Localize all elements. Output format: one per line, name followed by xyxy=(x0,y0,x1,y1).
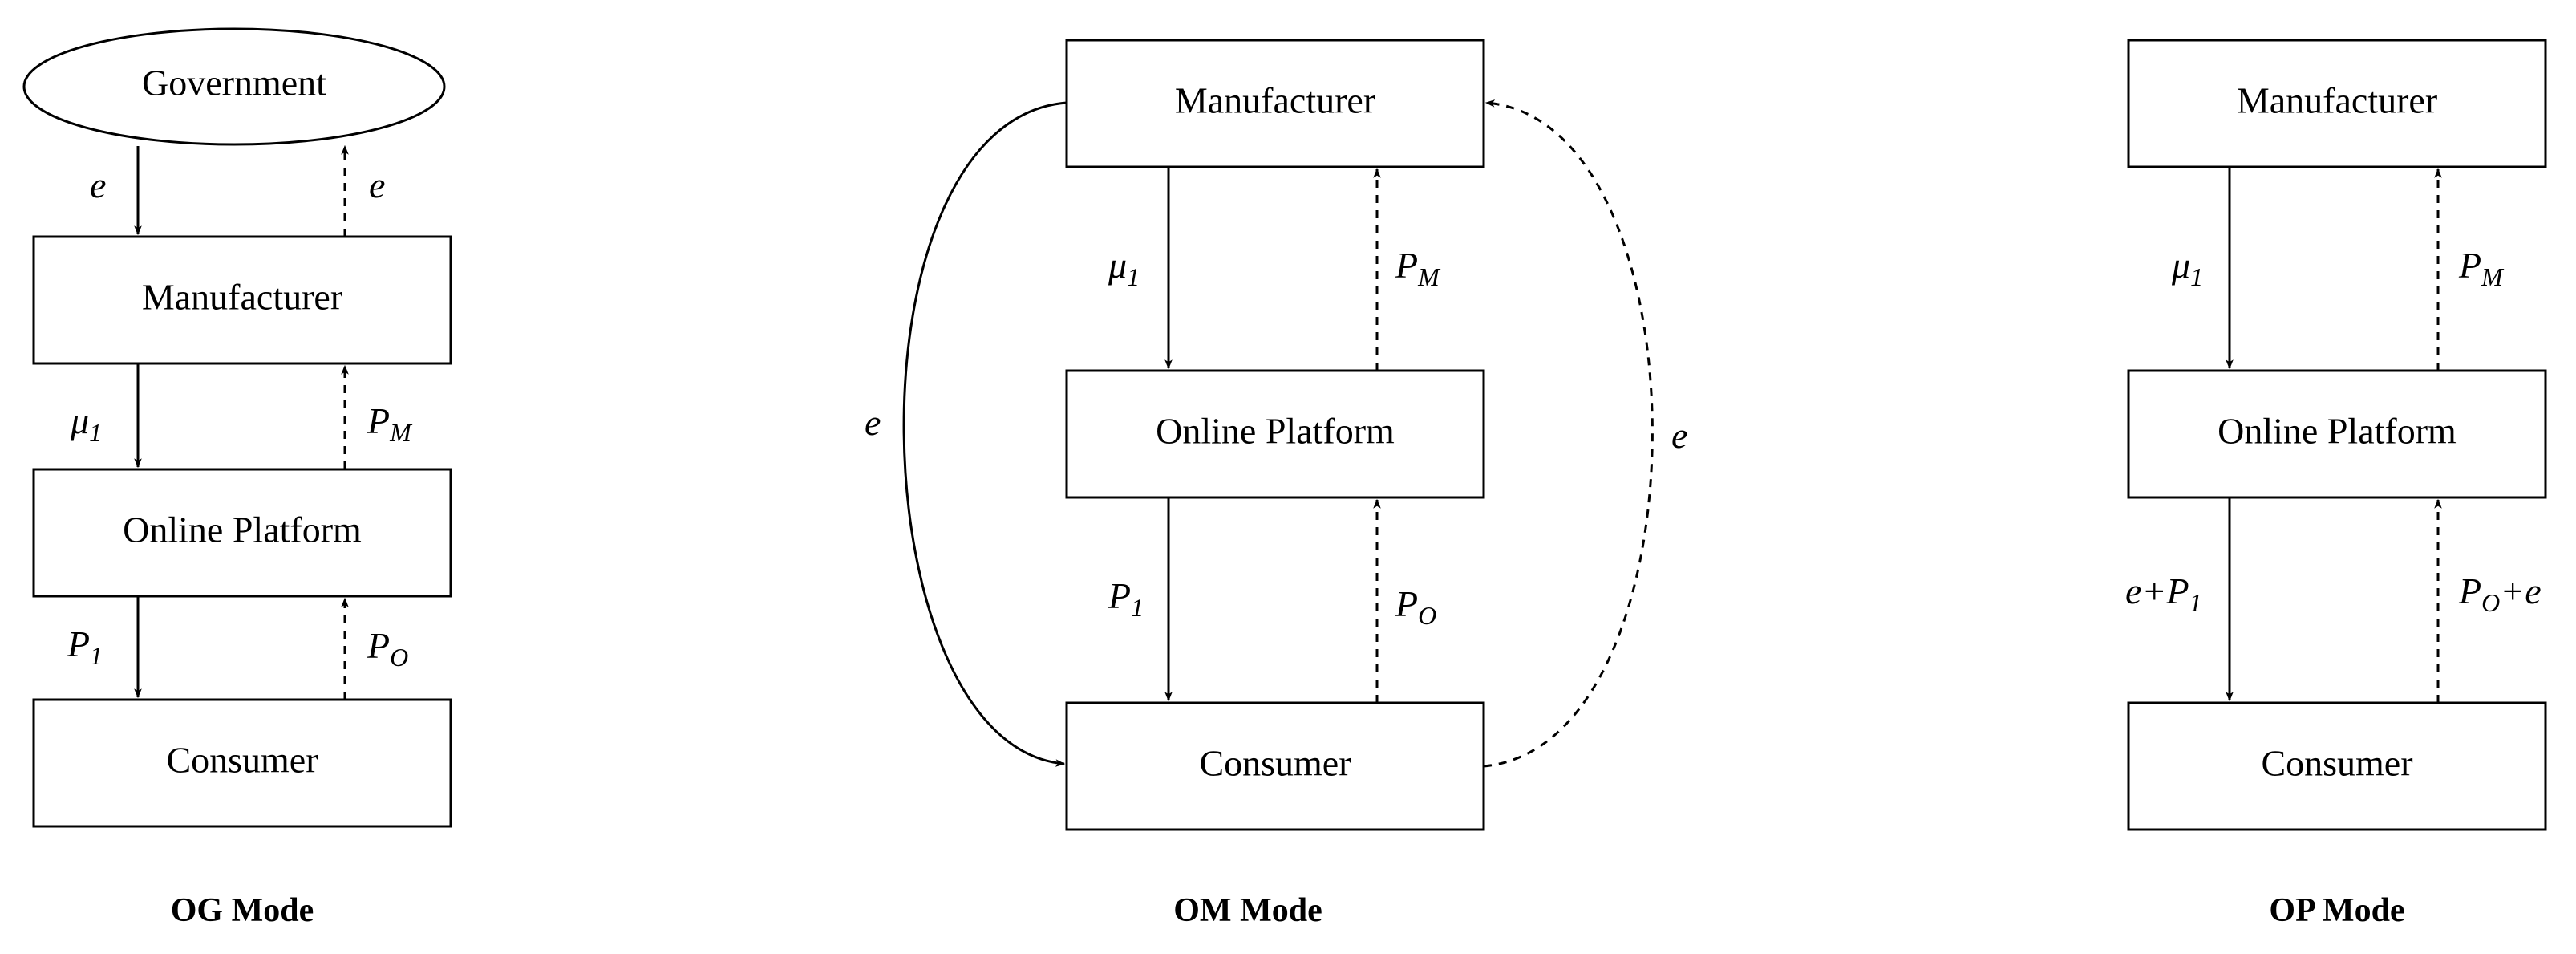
op-platform-node xyxy=(2127,369,2547,499)
op-pm-label: PM xyxy=(2458,245,2505,291)
og-manufacturer-label: Manufacturer xyxy=(142,277,342,318)
om-e-right-label: e xyxy=(1671,415,1687,456)
om-pm-label: PM xyxy=(1395,245,1441,291)
og-government-label: Government xyxy=(142,63,326,104)
om-mu-label: μ1 xyxy=(1108,245,1140,291)
og-gov-down-label: e xyxy=(90,164,106,205)
op-up-label: PO+e xyxy=(2458,570,2542,617)
og-platform-label: Online Platform xyxy=(123,509,362,550)
om-platform-label: Online Platform xyxy=(1156,411,1395,452)
op-consumer-label: Consumer xyxy=(2261,743,2412,784)
og-mode-title: OG Mode xyxy=(171,892,314,929)
og-pm-label: PM xyxy=(367,400,413,447)
og-consumer-label: Consumer xyxy=(166,740,318,781)
og-manufacturer-node xyxy=(32,235,452,365)
op-manufacturer-label: Manufacturer xyxy=(2237,80,2437,121)
op-manufacturer-node xyxy=(2127,39,2547,168)
og-po-label: PO xyxy=(367,625,408,672)
og-government-node xyxy=(22,27,446,146)
om-manufacturer-to-consumer-curve xyxy=(902,101,1067,767)
om-consumer-to-manufacturer-curve xyxy=(1483,99,1654,768)
om-platform-node xyxy=(1065,369,1485,499)
om-e-left-label: e xyxy=(865,402,881,443)
om-manufacturer-label: Manufacturer xyxy=(1175,80,1375,121)
og-mode-diagram: Government Manufacturer Online Platform … xyxy=(22,27,452,929)
om-consumer-label: Consumer xyxy=(1199,743,1351,784)
op-down-label: e+P1 xyxy=(2125,570,2202,617)
op-mode-diagram: Manufacturer Online Platform Consumer μ1… xyxy=(2125,39,2547,929)
op-mu-label: μ1 xyxy=(2171,245,2203,291)
om-mode-diagram: Manufacturer Online Platform Consumer μ1… xyxy=(865,39,1687,929)
om-manufacturer-node xyxy=(1065,39,1485,168)
op-consumer-node xyxy=(2127,701,2547,831)
op-mode-title: OP Mode xyxy=(2269,892,2404,929)
om-consumer-node xyxy=(1065,701,1485,831)
om-po-label: PO xyxy=(1395,583,1436,630)
og-consumer-node xyxy=(32,698,452,828)
om-mode-title: OM Mode xyxy=(1173,892,1322,929)
og-platform-node xyxy=(32,468,452,598)
og-mu-label: μ1 xyxy=(70,400,102,447)
og-p1-label: P1 xyxy=(67,623,103,670)
og-gov-up-label: e xyxy=(369,164,385,205)
op-platform-label: Online Platform xyxy=(2218,411,2457,452)
om-p1-label: P1 xyxy=(1108,575,1144,622)
